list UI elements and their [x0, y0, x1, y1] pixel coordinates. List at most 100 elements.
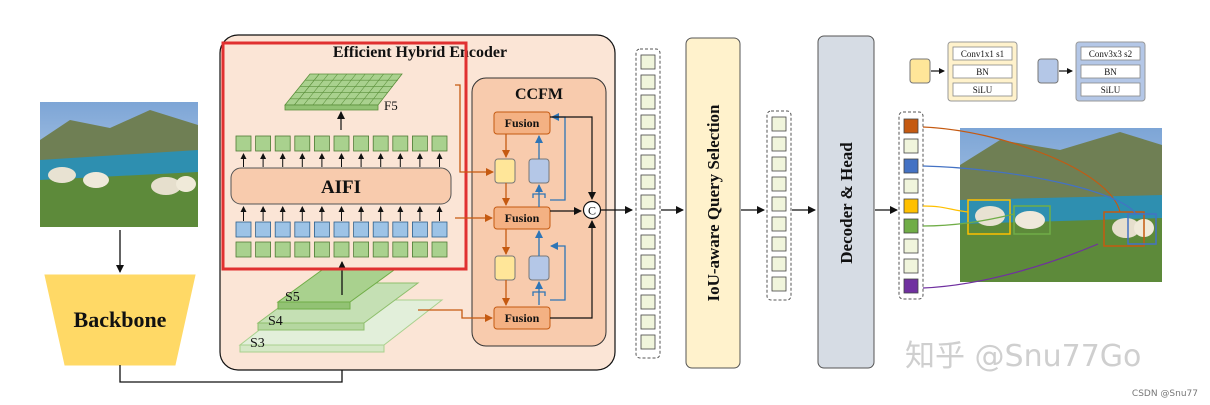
query-token	[771, 196, 787, 212]
encoder-token	[640, 114, 656, 130]
f5-grid-line	[340, 73, 366, 106]
token-blue	[411, 221, 428, 238]
backbone-label: Backbone	[74, 307, 167, 332]
scale-label-s4: S4	[268, 314, 283, 329]
concat-arrows	[550, 116, 633, 319]
token-row-output	[235, 135, 448, 152]
token-blue	[294, 221, 311, 238]
input-image	[40, 102, 198, 227]
token-green	[411, 241, 428, 258]
encoder-token	[640, 94, 656, 110]
token-blue	[392, 221, 409, 238]
decoder-head-block	[817, 35, 875, 369]
topdown-arrows	[418, 84, 510, 322]
fusion-block-top: Fusion	[493, 111, 551, 135]
svg-text:C: C	[588, 204, 596, 218]
encoder-token	[640, 194, 656, 210]
svg-text:Fusion: Fusion	[505, 116, 540, 130]
token-blue	[235, 221, 252, 238]
conv1x1-block-upper	[494, 158, 516, 184]
encoder-token	[640, 234, 656, 250]
token-arrows-in	[240, 206, 443, 221]
query-token	[771, 256, 787, 272]
prediction-token	[903, 138, 919, 154]
f5-feature-map	[284, 73, 403, 111]
query-selection-block	[685, 37, 741, 369]
scale-label-s3: S3	[250, 336, 265, 351]
encoder-token	[640, 274, 656, 290]
query-token	[771, 276, 787, 292]
conv3x3-block-upper	[528, 158, 550, 184]
query-token	[771, 136, 787, 152]
multi-scale-features	[238, 269, 444, 353]
svg-text:Conv1x1 s1: Conv1x1 s1	[961, 49, 1004, 59]
fusion-block-middle: Fusion	[493, 206, 551, 230]
token-arrows-out	[240, 153, 443, 167]
token-output	[392, 135, 409, 152]
watermark-small: CSDN @Snu77	[1132, 389, 1198, 399]
f5-grid-line	[303, 73, 329, 106]
svg-text:SiLU: SiLU	[1101, 85, 1121, 95]
encoder-token	[640, 134, 656, 150]
f5-grid-line	[321, 73, 348, 106]
prediction-links	[922, 126, 1137, 289]
prediction-tokens	[903, 118, 919, 294]
f5-grid-line	[368, 73, 394, 106]
token-blue	[372, 221, 389, 238]
token-green	[353, 241, 370, 258]
token-blue	[255, 221, 272, 238]
token-green	[372, 241, 389, 258]
concat-node: C	[582, 200, 602, 220]
conv1x1-block-lower	[494, 255, 516, 281]
svg-text:SiLU: SiLU	[973, 85, 993, 95]
encoder-output-tokens	[640, 54, 656, 350]
f5-grid-line	[349, 73, 375, 106]
encoder-token	[640, 314, 656, 330]
token-output	[313, 135, 330, 152]
fusion-block-bottom: Fusion	[493, 306, 551, 330]
token-output	[294, 135, 311, 152]
backbone-block: Backbone	[44, 274, 196, 366]
legend-conv3x3: Conv3x3 s2 BN SiLU	[1037, 41, 1146, 102]
prediction-token	[903, 198, 919, 214]
token-row-blue	[235, 221, 448, 238]
query-token	[771, 156, 787, 172]
query-selection-label: IoU-aware Query Selection	[704, 104, 723, 302]
svg-text:Conv3x3 s2: Conv3x3 s2	[1089, 49, 1132, 59]
token-output	[333, 135, 350, 152]
encoder-token	[640, 254, 656, 270]
encoder-title: Efficient Hybrid Encoder	[333, 44, 507, 61]
conv3x3-block-lower	[528, 255, 550, 281]
token-output	[274, 135, 291, 152]
token-blue	[274, 221, 291, 238]
output-image	[960, 128, 1162, 282]
encoder-token	[640, 154, 656, 170]
token-output	[411, 135, 428, 152]
prediction-token	[903, 278, 919, 294]
prediction-token	[903, 238, 919, 254]
legend-conv1x1: Conv1x1 s1 BN SiLU	[909, 41, 1018, 102]
token-output	[353, 135, 370, 152]
f5-grid-line	[294, 73, 320, 106]
scale-label-s5: S5	[285, 290, 300, 305]
prediction-token	[903, 178, 919, 194]
watermark-main: 知乎 @Snu77Go	[905, 339, 1141, 374]
f5-grid-line	[312, 73, 338, 106]
aifi-block	[230, 167, 452, 205]
token-blue	[353, 221, 370, 238]
token-output	[255, 135, 272, 152]
encoder-token	[640, 174, 656, 190]
encoder-token	[640, 334, 656, 350]
token-blue	[431, 221, 448, 238]
token-output	[372, 135, 389, 152]
query-token	[771, 216, 787, 232]
svg-text:BN: BN	[1104, 67, 1117, 77]
token-output	[431, 135, 448, 152]
token-green	[294, 241, 311, 258]
token-green	[274, 241, 291, 258]
f5-grid-line	[359, 73, 384, 106]
prediction-token	[903, 258, 919, 274]
query-token	[771, 116, 787, 132]
prediction-token	[903, 118, 919, 134]
